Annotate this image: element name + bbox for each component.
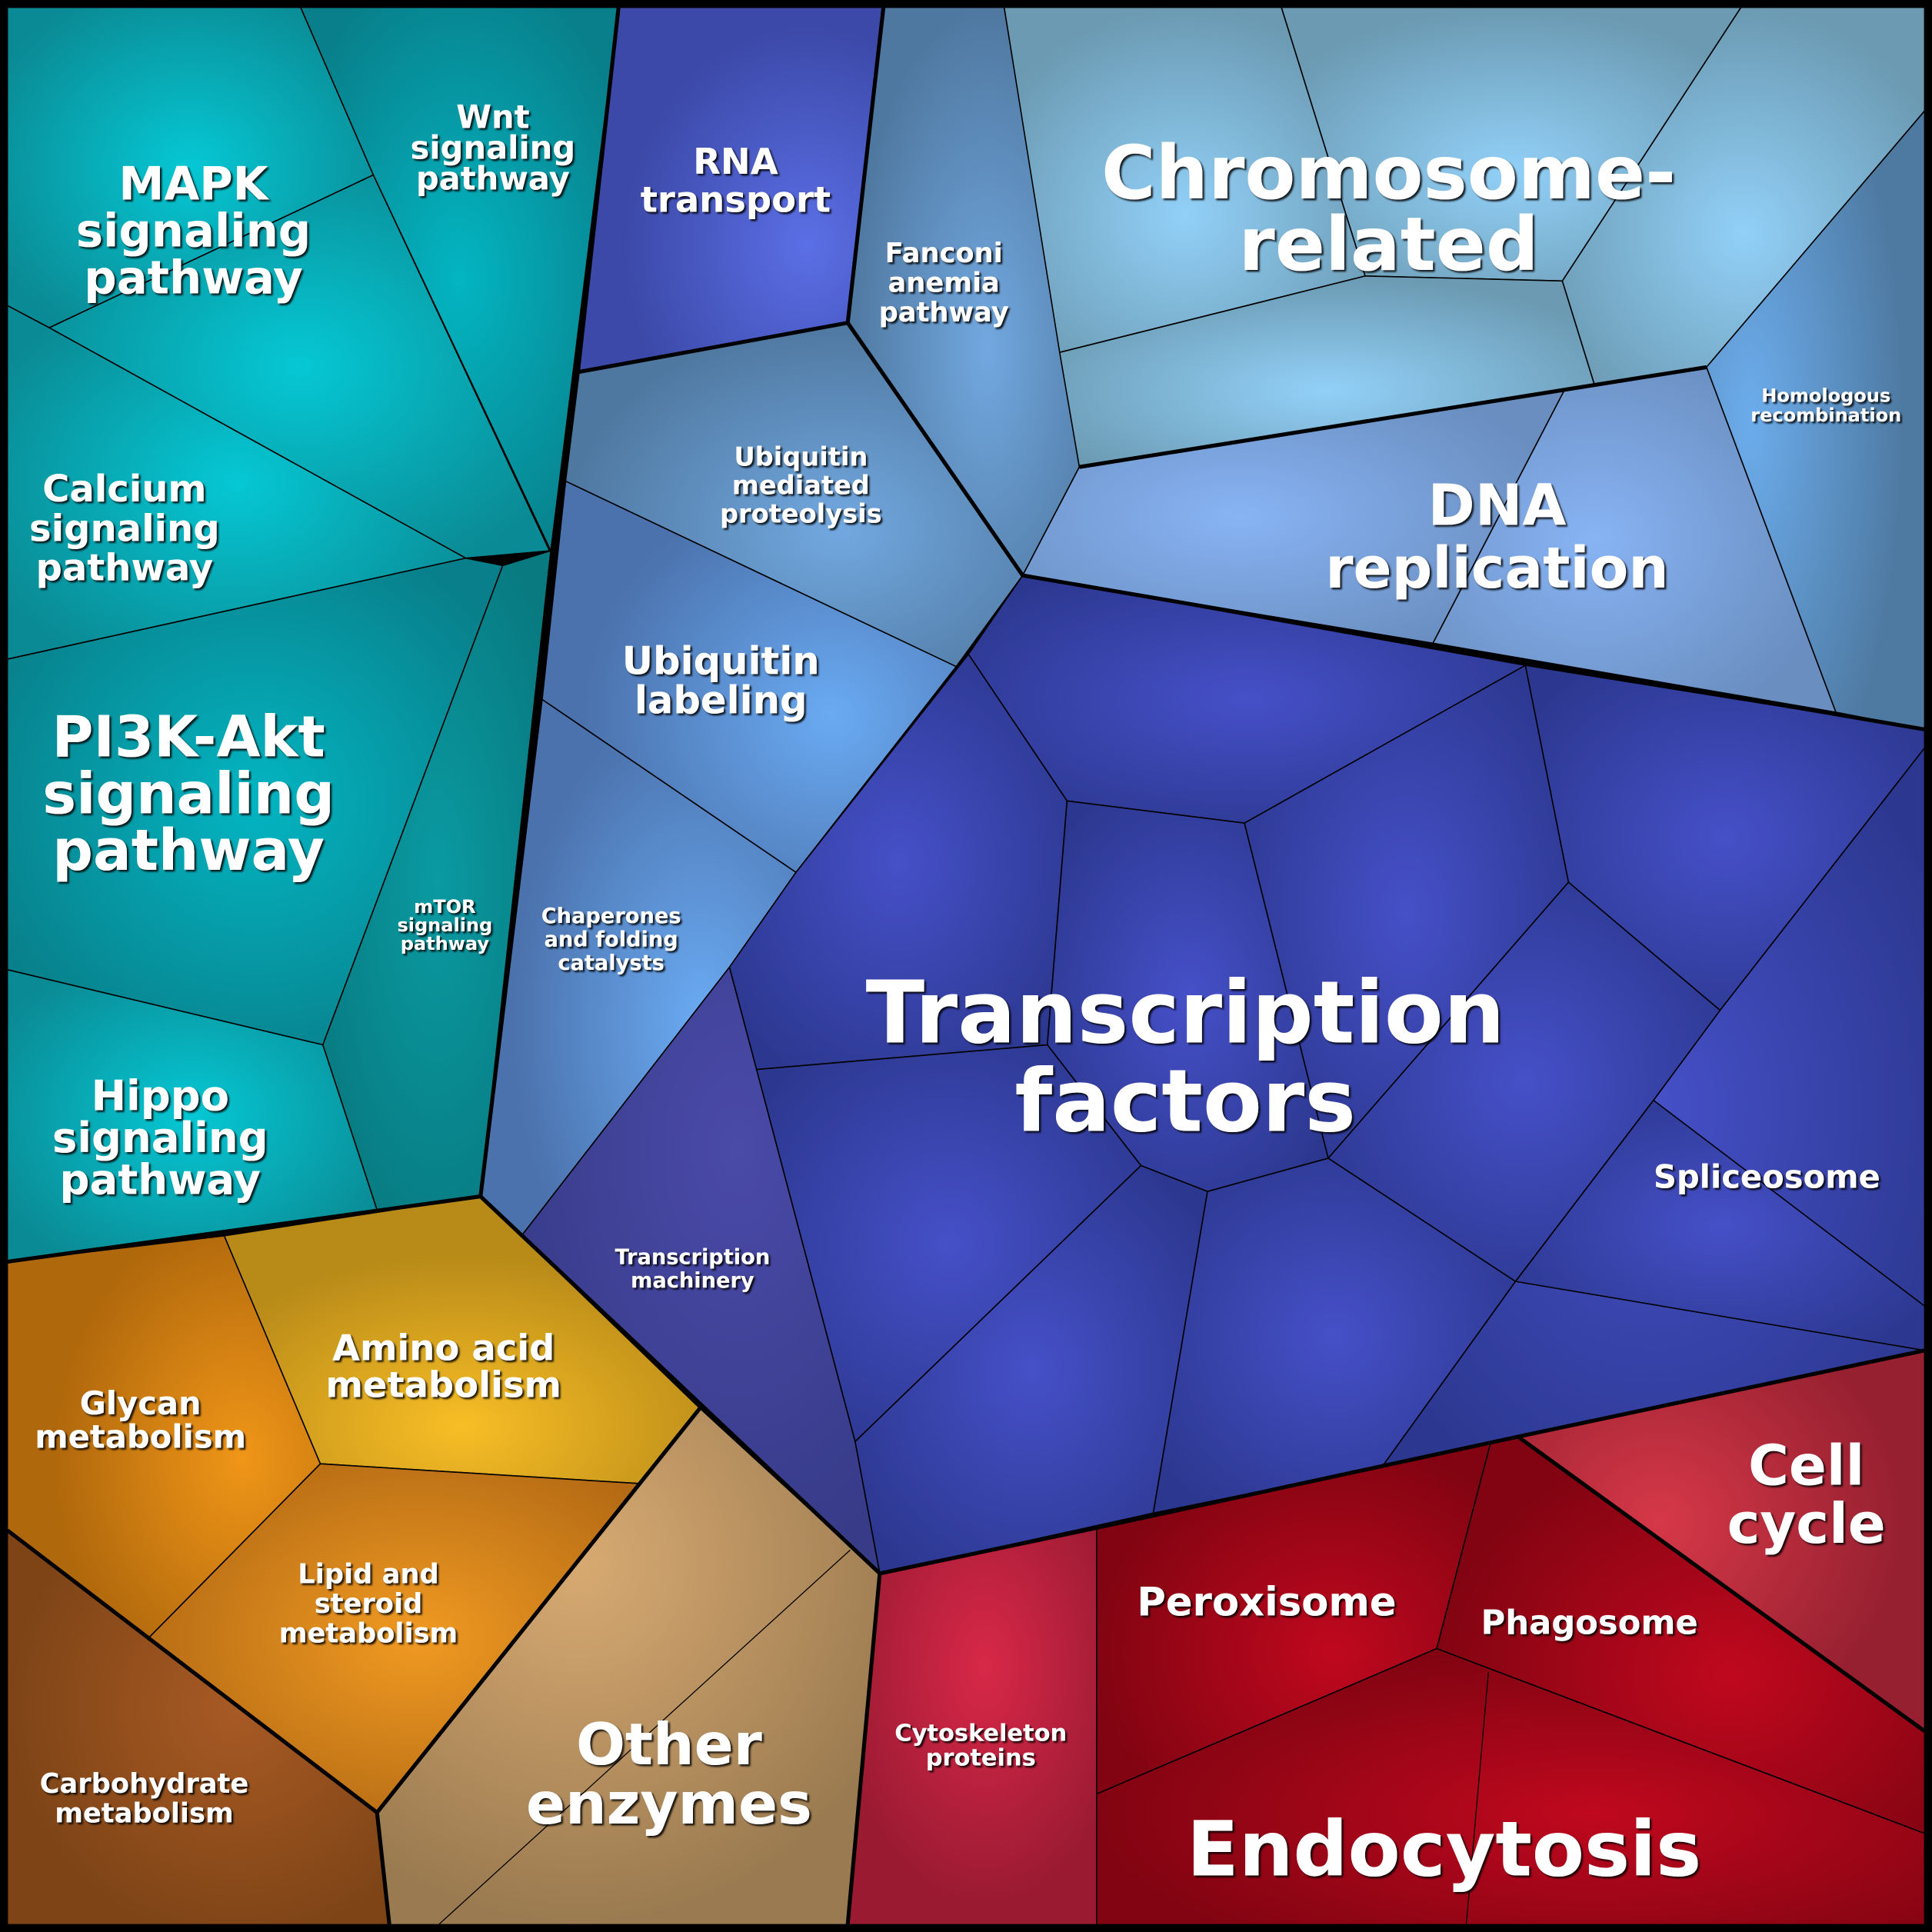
- label-line: Cytoskeleton: [894, 1720, 1067, 1747]
- label-line: proteins: [926, 1745, 1036, 1772]
- label-line: catalysts: [558, 951, 664, 975]
- label-line: metabolism: [326, 1364, 561, 1406]
- label-line: metabolism: [55, 1797, 234, 1829]
- label-line: pathway: [52, 818, 325, 884]
- label-line: anemia: [888, 268, 999, 299]
- label-line: PI3K-Akt: [52, 705, 325, 771]
- label-line: pathway: [60, 1154, 261, 1204]
- label-line: Carbohydrate: [40, 1768, 249, 1800]
- label-line: DNA: [1428, 473, 1567, 538]
- label-perox: Peroxisome: [1137, 1579, 1396, 1625]
- label-line: steroid: [315, 1588, 423, 1620]
- label-line: Transcription: [866, 963, 1505, 1063]
- label-line: metabolism: [279, 1618, 458, 1650]
- label-line: factors: [1014, 1052, 1356, 1152]
- label-line: Chromosome-: [1101, 130, 1676, 216]
- label-line: Glycan: [80, 1384, 202, 1422]
- label-line: mediated: [732, 470, 870, 500]
- label-line: signaling: [76, 204, 311, 257]
- label-line: Hippo: [91, 1071, 229, 1120]
- label-line: Transcription: [615, 1246, 770, 1270]
- label-line: signaling: [29, 507, 220, 550]
- label-line: Chaperones: [541, 904, 681, 928]
- label-line: Wnt: [456, 98, 529, 136]
- label-line: pathway: [35, 547, 213, 590]
- divider: [1465, 1671, 1489, 1925]
- label-line: related: [1238, 202, 1538, 288]
- label-line: metabolism: [35, 1417, 246, 1455]
- label-line: cycle: [1727, 1492, 1886, 1557]
- label-line: replication: [1325, 536, 1669, 601]
- label-line: Ubiquitin: [734, 442, 868, 472]
- label-endo: Endocytosis: [1187, 1805, 1701, 1894]
- label-line: Fanconi: [885, 238, 1003, 269]
- label-line: signaling: [52, 1113, 268, 1162]
- label-line: signaling: [411, 129, 576, 167]
- label-line: Cell: [1748, 1434, 1864, 1498]
- label-line: recombination: [1750, 405, 1901, 426]
- label-line: enzymes: [526, 1770, 812, 1837]
- label-line: signaling: [397, 914, 492, 936]
- label-line: mTOR: [414, 896, 476, 918]
- label-line: Calcium: [42, 468, 206, 511]
- label-line: pathway: [84, 251, 303, 304]
- label-line: Ubiquitin: [622, 638, 820, 683]
- label-line: pathway: [879, 297, 1009, 328]
- label-line: signaling: [42, 761, 335, 827]
- label-line: transport: [641, 179, 831, 221]
- label-line: pathway: [416, 160, 570, 198]
- label-line: machinery: [631, 1269, 754, 1293]
- label-line: Spliceosome: [1654, 1158, 1880, 1195]
- label-line: and folding: [544, 928, 678, 951]
- label-chrom: Chromosome-related: [1101, 130, 1676, 288]
- label-line: Peroxisome: [1137, 1579, 1396, 1625]
- label-line: Phagosome: [1481, 1604, 1698, 1642]
- label-line: Homologous: [1761, 385, 1890, 406]
- label-line: Lipid and: [298, 1559, 438, 1591]
- label-line: MAPK: [118, 158, 269, 211]
- label-line: Endocytosis: [1187, 1805, 1701, 1894]
- label-line: RNA: [693, 141, 778, 182]
- label-splice: Spliceosome: [1654, 1158, 1880, 1195]
- label-line: Other: [576, 1710, 762, 1778]
- label-phago: Phagosome: [1481, 1604, 1698, 1642]
- label-line: labeling: [635, 678, 808, 723]
- label-line: proteolysis: [720, 498, 882, 528]
- label-line: Amino acid: [332, 1327, 555, 1369]
- label-line: pathway: [401, 933, 490, 954]
